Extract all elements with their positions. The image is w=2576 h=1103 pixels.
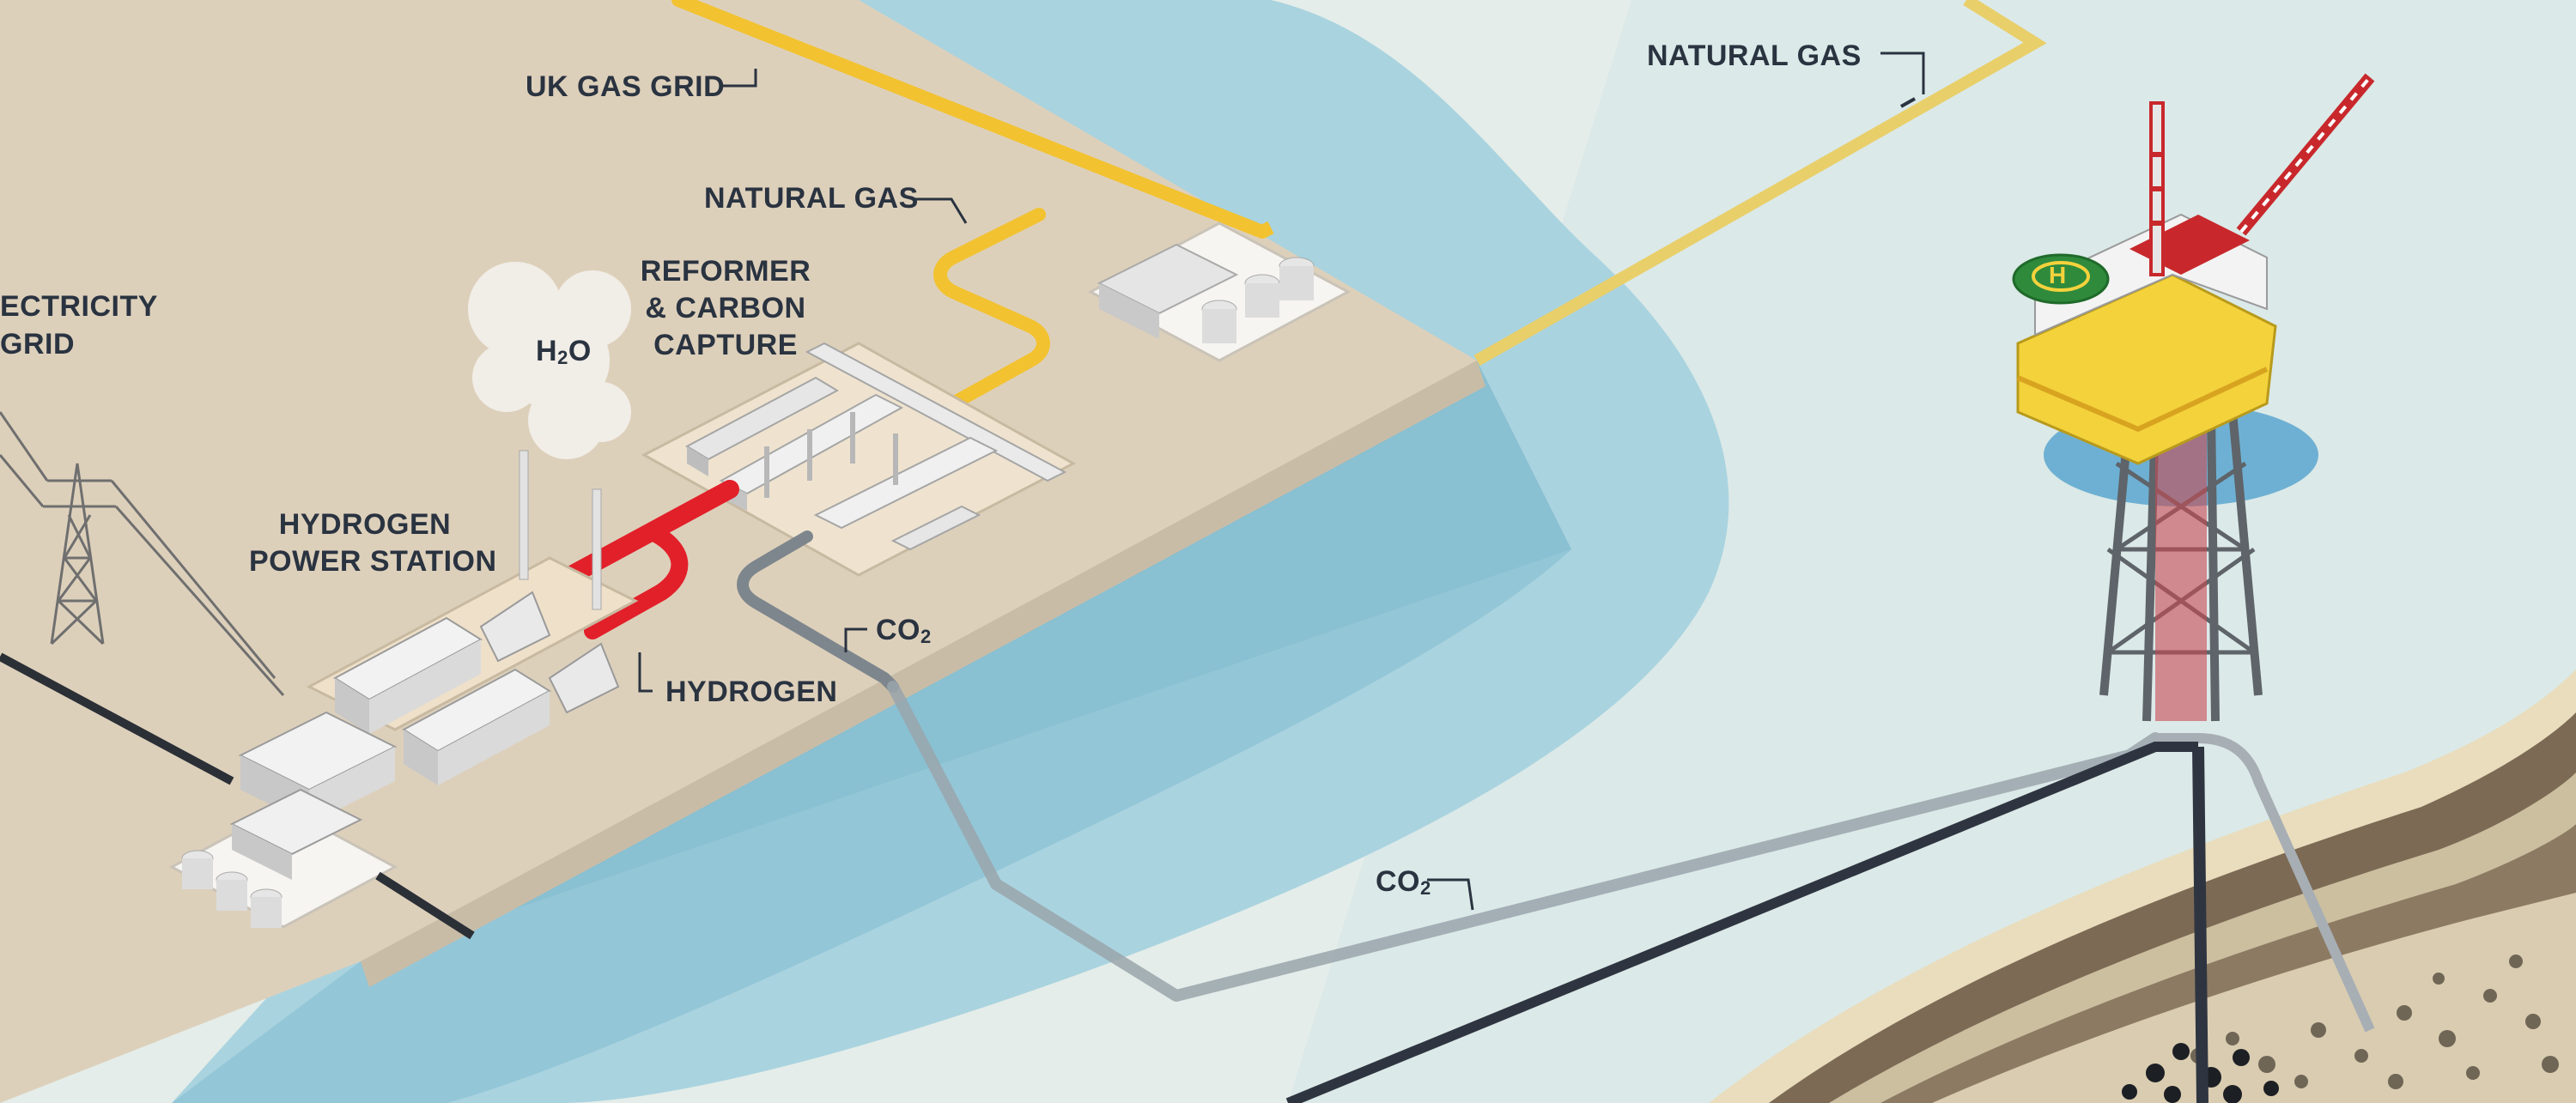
hydrogen-power-label-line1: HYDROGEN	[278, 508, 452, 541]
reformer-label-line2: & CARBON	[645, 292, 806, 324]
land-edge	[361, 361, 1485, 987]
helipad	[2012, 253, 2110, 305]
uk-gas-grid-label: UK GAS GRID	[526, 70, 726, 103]
natural-gas-offshore-label: NATURAL GAS	[1647, 39, 1862, 72]
co2-onshore-label-subscript: 2	[920, 626, 932, 647]
reservoir-rock	[1932, 893, 2576, 1103]
electricity-grid-label-line2: GRID	[0, 328, 75, 361]
substation	[168, 711, 398, 929]
co2-onshore-label: CO2	[876, 612, 932, 648]
uk-gas-grid-pipe	[671, 0, 1269, 239]
steam-cloud	[468, 262, 631, 459]
co2-onshore-pipe	[737, 530, 899, 693]
reformer-label-line3: CAPTURE	[653, 329, 798, 361]
reformer-plant	[641, 342, 1077, 577]
electricity-grid-label-line1: ECTRICITY	[0, 290, 158, 323]
hydrogen-label: HYDROGEN	[665, 676, 838, 708]
co2-onshore-label-co: CO	[876, 614, 920, 646]
production-well	[2192, 746, 2208, 1103]
reformer-label-line1: REFORMER	[640, 255, 811, 288]
hydrogen-power-station	[306, 450, 639, 785]
gas-terminal-link	[1259, 221, 1274, 239]
stack-1	[519, 450, 529, 580]
h2o-label-subscript: 2	[557, 347, 568, 368]
export-pipeline	[1285, 742, 2198, 1103]
offshore-platform	[2012, 73, 2375, 722]
co2-offshore-label-subscript: 2	[1420, 877, 1431, 899]
natural-gas-offshore-pipe	[1473, 0, 2047, 367]
hydrogen-power-label-line2: POWER STATION	[249, 545, 497, 578]
h2o-label-h: H	[536, 335, 558, 367]
co2-offshore-label: CO2	[1376, 864, 1431, 900]
natural-gas-feed-pipe	[933, 208, 1050, 410]
natural-gas-flow-arrow	[1900, 97, 1916, 108]
natural-gas-onshore-label: NATURAL GAS	[704, 182, 919, 215]
electricity-cable-export	[375, 871, 475, 940]
reservoir-pores	[2190, 955, 2559, 1089]
stack-2	[592, 488, 602, 610]
sea-deep	[172, 361, 1571, 1103]
helipad-letter: H	[2049, 262, 2067, 288]
hydrogen-branch-pipe	[584, 524, 689, 639]
electricity-pylon	[0, 411, 285, 696]
co2-injection-well	[2155, 733, 2375, 1033]
gas-terminal	[1087, 221, 1352, 362]
h2o-label-o: O	[568, 335, 592, 367]
electricity-cable-onshore	[0, 652, 234, 785]
h2o-label: H2O	[536, 333, 592, 369]
co2-offshore-label-co: CO	[1376, 865, 1420, 898]
land-platform	[0, 0, 1477, 1103]
